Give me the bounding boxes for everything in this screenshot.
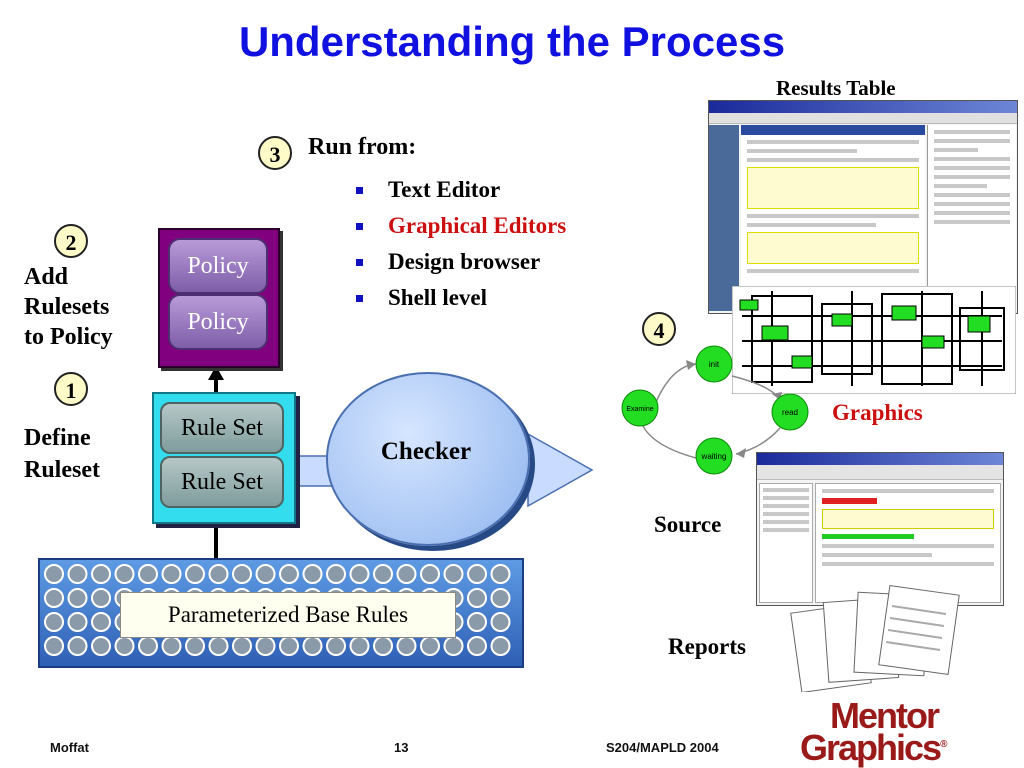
run-from-item-design-browser: Design browser xyxy=(352,244,642,280)
base-rule-button xyxy=(91,588,111,608)
base-rule-button xyxy=(67,564,88,584)
base-rule-button xyxy=(44,636,64,656)
base-rule-button xyxy=(490,588,511,608)
step-1-label-line1: Define xyxy=(24,425,91,451)
step-4-badge: 4 xyxy=(642,312,676,346)
base-rule-button xyxy=(490,564,511,584)
source-editor-screenshot xyxy=(756,452,1004,606)
base-rule-button xyxy=(490,636,511,656)
base-rule-button xyxy=(396,564,417,584)
ruleset-to-policy-arrowhead xyxy=(208,366,224,380)
state-read: read xyxy=(782,408,798,417)
base-rule-button xyxy=(349,636,370,656)
step-1-badge: 1 xyxy=(54,372,88,406)
mentor-graphics-logo: Mentor Graphics® xyxy=(800,695,1010,766)
ruleset-item-1: Rule Set xyxy=(160,402,284,454)
base-rule-button xyxy=(420,564,440,584)
base-rule-button xyxy=(326,564,346,584)
state-init: init xyxy=(709,360,720,369)
source-label: Source xyxy=(654,512,722,537)
step-2-label: Add Rulesets to Policy xyxy=(24,262,113,352)
results-table-label: Results Table xyxy=(776,76,896,100)
base-rules-label: Parameterized Base Rules xyxy=(120,592,456,638)
base-rule-button xyxy=(161,564,182,584)
base-rule-button xyxy=(255,636,276,656)
step-2-label-line3: to Policy xyxy=(24,324,113,350)
ruleset-item-2: Rule Set xyxy=(160,456,284,508)
logo-line-2: Graphics® xyxy=(800,730,1010,766)
base-rule-button xyxy=(373,636,393,656)
base-rule-button xyxy=(44,564,64,584)
base-rule-button xyxy=(91,636,111,656)
base-rule-button xyxy=(279,636,299,656)
base-rule-button xyxy=(161,636,182,656)
footer-page-number: 13 xyxy=(394,740,409,755)
state-examine: Examine xyxy=(626,406,653,413)
checker-label: Checker xyxy=(380,438,472,465)
slide-title: Understanding the Process xyxy=(238,18,786,65)
base-rule-button xyxy=(443,564,464,584)
base-rule-button xyxy=(91,612,111,632)
base-rule-button xyxy=(302,564,323,584)
base-rule-button xyxy=(467,564,487,584)
run-from-item-shell-level: Shell level xyxy=(352,280,642,316)
base-rule-button xyxy=(467,636,487,656)
base-rule-button xyxy=(232,564,252,584)
state-waiting: waiting xyxy=(701,452,727,461)
base-rule-button xyxy=(44,612,64,632)
base-rule-button xyxy=(114,636,135,656)
base-rule-button xyxy=(396,636,417,656)
reports-label: Reports xyxy=(668,634,746,659)
source-window-titlebar xyxy=(757,453,1003,465)
policy-item-1: Policy xyxy=(168,238,268,294)
base-rule-button xyxy=(302,636,323,656)
base-rule-button xyxy=(326,636,346,656)
base-rule-button xyxy=(138,636,158,656)
logo-registered-mark: ® xyxy=(940,739,948,751)
step-3-badge: 3 xyxy=(258,136,292,170)
logo-line-1: Mentor xyxy=(830,695,940,736)
run-from-label: Run from: xyxy=(308,134,417,160)
base-rule-button xyxy=(185,636,205,656)
schematic-graphic xyxy=(732,286,1016,394)
footer-event: S204/MAPLD 2004 xyxy=(606,740,719,755)
base-rule-button xyxy=(208,564,229,584)
base-rule-button xyxy=(279,564,299,584)
run-from-item-graphical-editors: Graphical Editors xyxy=(352,208,642,244)
checker-ellipse xyxy=(326,372,530,546)
step-1-label-line2: Ruleset xyxy=(24,457,100,483)
base-rule-button xyxy=(67,612,88,632)
base-rule-button xyxy=(349,564,370,584)
base-rule-button xyxy=(443,636,464,656)
base-rule-button xyxy=(420,636,440,656)
base-rule-button xyxy=(185,564,205,584)
base-rule-button xyxy=(467,588,487,608)
results-window-titlebar xyxy=(709,101,1017,113)
step-1-label: Define Ruleset xyxy=(24,422,100,486)
base-rule-button xyxy=(138,564,158,584)
base-rule-button xyxy=(208,636,229,656)
results-table-screenshot xyxy=(708,100,1018,314)
run-from-list: Text Editor Graphical Editors Design bro… xyxy=(352,172,642,316)
reports-stack-graphic xyxy=(790,584,960,692)
step-2-label-line1: Add xyxy=(24,264,69,290)
base-rule-button xyxy=(232,636,252,656)
base-rule-button xyxy=(255,564,276,584)
logo-line-2-text: Graphics xyxy=(800,727,942,768)
base-rule-button xyxy=(114,564,135,584)
base-rule-button xyxy=(67,588,88,608)
state-machine-graphic: init read waiting Examine xyxy=(621,345,809,475)
graphics-label: Graphics xyxy=(832,400,923,425)
base-rule-button xyxy=(373,564,393,584)
run-from-item-text-editor: Text Editor xyxy=(352,172,642,208)
base-rule-button xyxy=(490,612,511,632)
step-2-badge: 2 xyxy=(54,224,88,258)
base-rule-button xyxy=(67,636,88,656)
step-2-label-line2: Rulesets xyxy=(24,294,110,320)
base-rule-button xyxy=(467,612,487,632)
base-rule-button xyxy=(44,588,64,608)
policy-item-2: Policy xyxy=(168,294,268,350)
base-rule-button xyxy=(91,564,111,584)
footer-author: Moffat xyxy=(50,740,89,755)
